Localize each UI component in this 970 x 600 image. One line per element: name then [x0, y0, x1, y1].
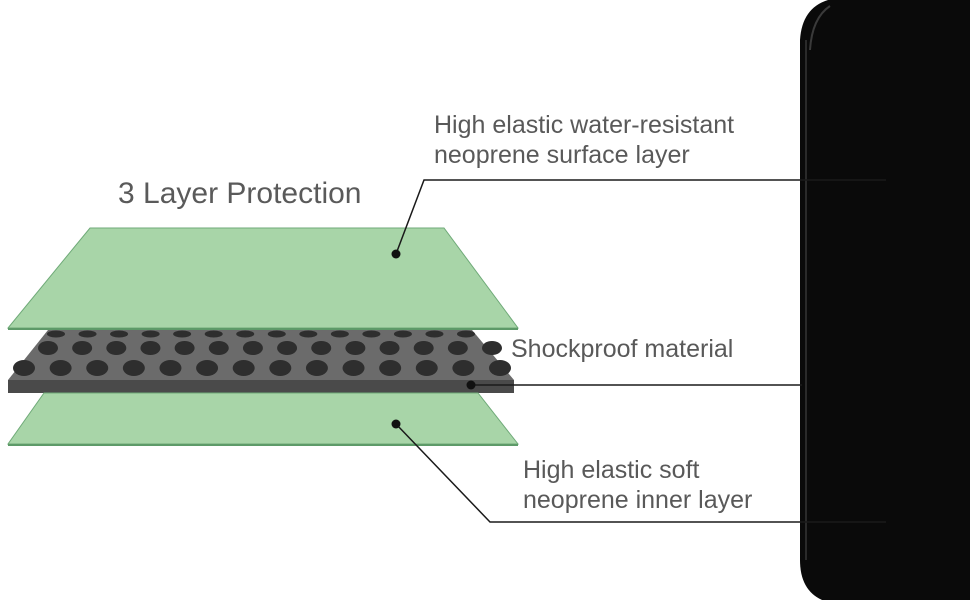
inner-layer-label-line1: High elastic soft [523, 456, 700, 484]
shockproof-label: Shockproof material [511, 334, 733, 364]
foam-dot [72, 341, 93, 355]
sleeve-highlight [809, 5, 831, 51]
foam-dot [311, 341, 332, 355]
foam-dot [159, 360, 182, 376]
foam-dot [38, 341, 58, 355]
foam-dot [452, 360, 475, 376]
marker-dot-shockproof [466, 380, 476, 390]
foam-dot [232, 360, 255, 376]
foam-dot [425, 330, 444, 338]
foam-dot [305, 360, 328, 376]
bottom-neoprene-layer [7, 392, 520, 445]
foam-dot [379, 341, 400, 355]
sleeve-image [800, 0, 970, 600]
foam-dot [362, 330, 381, 338]
foam-dot [204, 330, 223, 338]
marker-dot-surface [391, 249, 401, 259]
foam-dot [140, 341, 161, 355]
foam-dot [345, 341, 366, 355]
foam-dot [47, 330, 65, 338]
foam-dot [242, 341, 263, 355]
foam-dot [208, 341, 229, 355]
foam-dot [106, 341, 127, 355]
leader-line-inner [395, 423, 886, 523]
foam-dot [267, 330, 286, 338]
foam-dot [49, 360, 72, 376]
surface-layer-label-line2: neoprene surface layer [434, 141, 690, 169]
foam-dot [78, 330, 97, 338]
shockproof-label-text: Shockproof material [511, 335, 734, 363]
top-neoprene-layer [6, 227, 519, 329]
leader-line-surface [395, 179, 886, 255]
foam-dot [330, 330, 349, 338]
foam-dot [415, 360, 438, 376]
foam-dot [457, 330, 475, 338]
foam-dot [196, 360, 219, 376]
sleeve-body [800, 0, 970, 600]
inner-layer-label: High elastic soft neoprene inner layer [523, 455, 752, 515]
foam-dot [379, 360, 402, 376]
foam-dot [447, 341, 468, 355]
inner-layer-label-line2: neoprene inner layer [523, 486, 753, 514]
foam-dot [277, 341, 298, 355]
foam-dot [236, 330, 255, 338]
surface-layer-label: High elastic water-resistant neoprene su… [434, 110, 734, 170]
foam-dot [174, 341, 195, 355]
foam-dots [13, 330, 511, 376]
foam-top-face [8, 330, 514, 380]
foam-dot [122, 360, 145, 376]
foam-dot [482, 341, 502, 355]
foam-dot [393, 330, 412, 338]
diagram-title: 3 Layer Protection [118, 177, 362, 210]
foam-dot [110, 330, 129, 338]
foam-dot [13, 360, 35, 376]
leader-lines [395, 179, 886, 523]
shockproof-layer [8, 330, 514, 393]
marker-dot-inner [391, 419, 401, 429]
foam-dot [141, 330, 160, 338]
foam-dot [299, 330, 318, 338]
foam-dot [413, 341, 434, 355]
foam-dot [342, 360, 365, 376]
foam-dot [269, 360, 292, 376]
foam-front-face [8, 380, 514, 393]
foam-dot [86, 360, 109, 376]
foam-dot [489, 360, 511, 376]
foam-dot [173, 330, 192, 338]
surface-layer-label-line1: High elastic water-resistant [434, 111, 735, 139]
